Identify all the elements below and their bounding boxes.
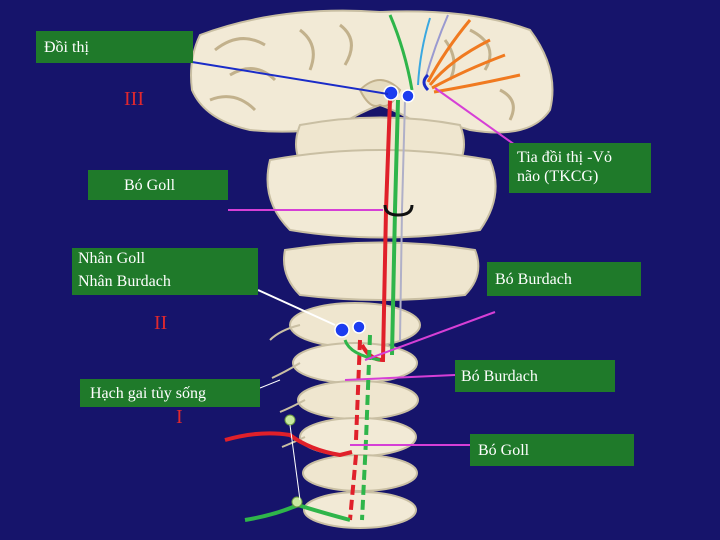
label-hach-gai-tuy-song: Hạch gai tủy sống — [80, 379, 260, 407]
label-bo-burdach-upper: Bó Burdach — [487, 262, 641, 296]
label-bo-burdach-lower: Bó Burdach — [455, 360, 615, 392]
nuclei — [334, 85, 415, 338]
label-bo-goll-left: Bó Goll — [88, 170, 228, 200]
label-bo-goll-right: Bó Goll — [470, 434, 634, 466]
label-nhan-goll: Nhân Goll — [78, 250, 146, 267]
medial-lemniscus-tracts — [343, 99, 414, 521]
thalamocortical-fibers — [388, 14, 521, 94]
label-tia-doi-thi-line1: Tia đồi thị -Vỏ — [517, 149, 612, 166]
neuron-order-third: III — [124, 88, 144, 110]
label-nhan-burdach: Nhân Burdach — [78, 273, 171, 290]
label-tia-doi-thi-line2: não (TKCG) — [517, 168, 599, 185]
neuron-order-first: I — [176, 406, 183, 428]
label-doi-thi: Đồi thị — [36, 31, 193, 63]
label-nhan-goll-burdach: Nhân Goll Nhân Burdach — [72, 248, 258, 295]
label-tia-doi-thi-vo-nao: Tia đồi thị -Vỏ não (TKCG) — [509, 143, 651, 193]
brainstem — [266, 116, 497, 301]
peripheral-fibers — [224, 414, 353, 522]
pointer-lines — [191, 61, 516, 446]
neuron-order-second: II — [154, 312, 168, 334]
